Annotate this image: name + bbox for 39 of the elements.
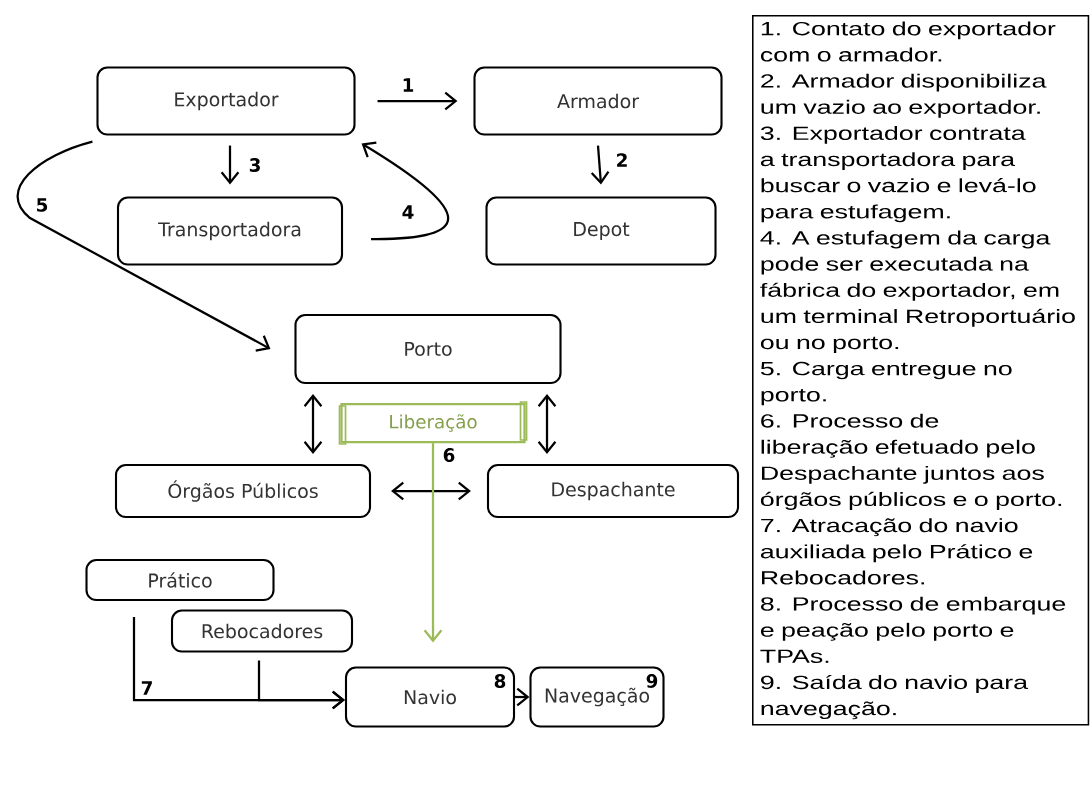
- arrow: [423, 443, 443, 643]
- arrow: [537, 394, 557, 454]
- process-box: Porto: [294, 313, 562, 385]
- edge-label: 7: [139, 679, 155, 697]
- edge-label: 6: [441, 446, 457, 464]
- process-box: Despachante: [486, 463, 740, 519]
- edge-label: 4: [400, 203, 416, 221]
- step-note: 9. Saída do navio para navegação.: [761, 674, 1029, 720]
- step-note: 6. Processo de liberação efetuado pelo Despachante juntos aos órgãos públicos e o porto.: [760, 413, 1062, 510]
- process-box: Transportadora: [116, 196, 344, 266]
- step-note: 3. Exportador contrata a transportadora para buscar o vazio e levá-lo para estufagem.: [760, 126, 1036, 223]
- edge-label: 3: [247, 156, 263, 174]
- arrow: [16, 140, 271, 352]
- arrow: [303, 394, 323, 454]
- edge-label: 1: [400, 76, 416, 94]
- process-box: Armador: [473, 66, 723, 136]
- process-box: Órgãos Públicos: [114, 463, 372, 519]
- process-box: Depot: [485, 196, 717, 266]
- edge-label: 5: [34, 196, 50, 214]
- step-note: 2. Armador disponibiliza um vazio ao exportador.: [761, 73, 1047, 118]
- banner: Liberação: [340, 402, 526, 444]
- step-note: 5. Carga entregue no porto.: [760, 361, 1012, 406]
- step-note: 1. Contato do exportador com o armador.: [760, 21, 1056, 62]
- arrow: [220, 145, 240, 185]
- notes-panel: [752, 15, 1090, 726]
- arrow: [257, 660, 345, 710]
- step-note: 7. Atracação do navio auxiliada pelo Prático e Rebocadores.: [760, 518, 1033, 585]
- step-number: 8: [494, 674, 506, 688]
- arrow: [391, 481, 471, 501]
- step-note: 4. A estufagem da carga pode ser executada na fábrica do exportador, em um terminal Retroportuário ou no porto.: [760, 230, 1075, 353]
- process-box: Exportador: [96, 66, 356, 136]
- arrow: [590, 145, 610, 185]
- step-note: 8. Processo de embarque e peação pelo porto e TPAs.: [760, 596, 1066, 663]
- edge-label: 2: [614, 151, 630, 169]
- step-number: 9: [646, 674, 658, 688]
- process-box: Rebocadores: [170, 609, 354, 653]
- arrow: [377, 91, 458, 111]
- arrow: [361, 141, 449, 241]
- process-box: Prático: [85, 558, 275, 602]
